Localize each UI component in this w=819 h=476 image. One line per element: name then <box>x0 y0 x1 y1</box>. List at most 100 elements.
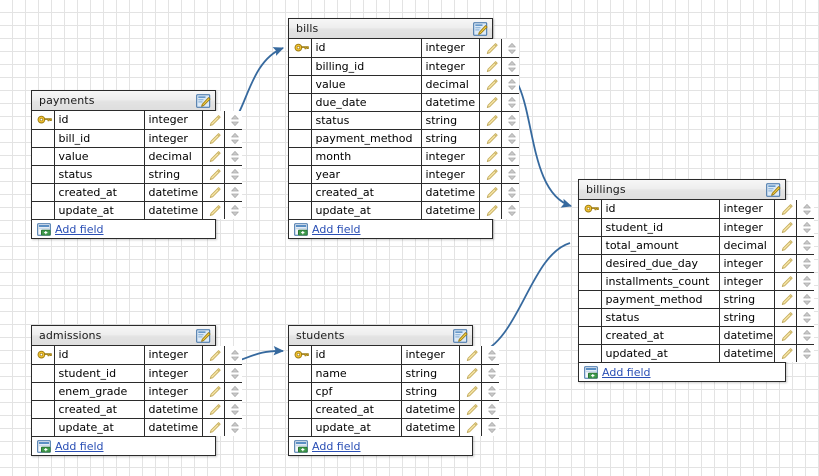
field-reorder-button[interactable] <box>501 57 519 76</box>
field-edit-button[interactable] <box>459 346 482 365</box>
field-edit-button[interactable] <box>459 364 482 383</box>
updown-spinner-icon[interactable] <box>487 367 497 380</box>
edit-document-icon[interactable] <box>473 21 488 36</box>
updown-spinner-icon[interactable] <box>802 293 812 306</box>
pencil-icon[interactable] <box>208 421 222 434</box>
pencil-icon[interactable] <box>485 60 499 73</box>
pencil-icon[interactable] <box>780 275 794 288</box>
add-field-label[interactable]: Add field <box>55 222 104 236</box>
pencil-icon[interactable] <box>485 186 499 199</box>
edit-document-icon[interactable] <box>196 328 211 343</box>
entity-edit-button[interactable] <box>473 21 488 36</box>
field-reorder-button[interactable] <box>501 129 519 148</box>
updown-spinner-icon[interactable] <box>230 114 240 127</box>
field-reorder-button[interactable] <box>501 111 519 130</box>
entity-header-billings[interactable]: billings <box>579 180 785 200</box>
field-edit-button[interactable] <box>202 147 225 166</box>
field-edit-button[interactable] <box>202 364 225 383</box>
pencil-icon[interactable] <box>780 203 794 216</box>
field-reorder-button[interactable] <box>796 254 814 273</box>
field-edit-button[interactable] <box>479 93 502 112</box>
updown-spinner-icon[interactable] <box>802 221 812 234</box>
field-reorder-button[interactable] <box>224 382 242 401</box>
field-edit-button[interactable] <box>459 400 482 419</box>
field-reorder-button[interactable] <box>501 201 519 219</box>
field-reorder-button[interactable] <box>501 183 519 202</box>
updown-spinner-icon[interactable] <box>487 349 497 362</box>
pencil-icon[interactable] <box>465 421 479 434</box>
field-reorder-button[interactable] <box>501 165 519 184</box>
field-edit-button[interactable] <box>774 326 797 345</box>
field-reorder-button[interactable] <box>501 93 519 112</box>
field-edit-button[interactable] <box>202 165 225 184</box>
updown-spinner-icon[interactable] <box>802 347 812 360</box>
field-edit-button[interactable] <box>459 382 482 401</box>
entity-header-students[interactable]: students <box>289 326 472 346</box>
add-table-row-icon[interactable] <box>294 222 308 236</box>
pencil-icon[interactable] <box>208 168 222 181</box>
field-reorder-button[interactable] <box>481 382 499 401</box>
field-reorder-button[interactable] <box>501 39 519 58</box>
entity-edit-button[interactable] <box>196 328 211 343</box>
updown-spinner-icon[interactable] <box>230 150 240 163</box>
updown-spinner-icon[interactable] <box>507 168 517 181</box>
field-reorder-button[interactable] <box>224 147 242 166</box>
field-edit-button[interactable] <box>774 290 797 309</box>
field-reorder-button[interactable] <box>796 308 814 327</box>
add-table-row-icon[interactable] <box>294 439 308 453</box>
field-edit-button[interactable] <box>774 200 797 219</box>
field-reorder-button[interactable] <box>224 418 242 436</box>
updown-spinner-icon[interactable] <box>230 385 240 398</box>
updown-spinner-icon[interactable] <box>507 78 517 91</box>
pencil-icon[interactable] <box>485 150 499 163</box>
field-reorder-button[interactable] <box>224 346 242 365</box>
updown-spinner-icon[interactable] <box>487 385 497 398</box>
add-field-button[interactable]: Add field <box>289 219 492 238</box>
field-edit-button[interactable] <box>202 346 225 365</box>
field-edit-button[interactable] <box>774 254 797 273</box>
field-edit-button[interactable] <box>202 111 225 130</box>
updown-spinner-icon[interactable] <box>230 204 240 217</box>
add-field-button[interactable]: Add field <box>289 436 472 455</box>
edit-document-icon[interactable] <box>196 93 211 108</box>
field-reorder-button[interactable] <box>224 364 242 383</box>
updown-spinner-icon[interactable] <box>230 186 240 199</box>
field-reorder-button[interactable] <box>481 418 499 436</box>
pencil-icon[interactable] <box>780 257 794 270</box>
field-reorder-button[interactable] <box>224 201 242 219</box>
updown-spinner-icon[interactable] <box>507 204 517 217</box>
pencil-icon[interactable] <box>485 42 499 55</box>
field-reorder-button[interactable] <box>501 147 519 166</box>
field-reorder-button[interactable] <box>796 326 814 345</box>
updown-spinner-icon[interactable] <box>487 421 497 434</box>
updown-spinner-icon[interactable] <box>507 132 517 145</box>
entity-edit-button[interactable] <box>453 328 468 343</box>
field-edit-button[interactable] <box>479 57 502 76</box>
field-edit-button[interactable] <box>774 308 797 327</box>
updown-spinner-icon[interactable] <box>230 349 240 362</box>
field-edit-button[interactable] <box>479 183 502 202</box>
field-edit-button[interactable] <box>479 75 502 94</box>
field-edit-button[interactable] <box>479 39 502 58</box>
updown-spinner-icon[interactable] <box>230 367 240 380</box>
field-edit-button[interactable] <box>774 236 797 255</box>
